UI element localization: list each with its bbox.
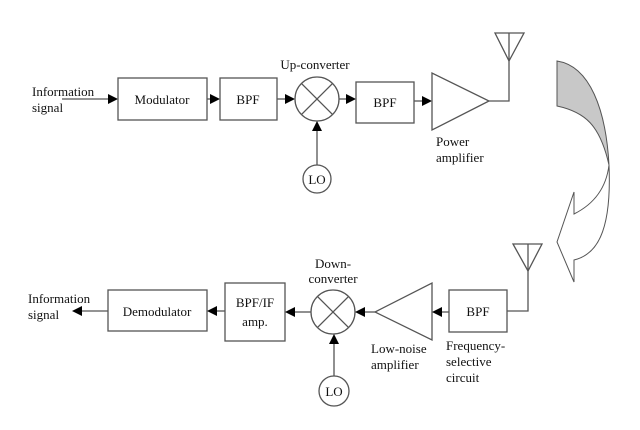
propagation-arrow-icon [556, 60, 610, 283]
arrow-icon [72, 306, 82, 316]
bpf3-block [448, 289, 508, 333]
bpf1-label: BPF [236, 92, 259, 107]
arrow-icon [285, 307, 295, 317]
downconverter-mixer-icon [310, 289, 356, 335]
rx-output-label-line1: Information [28, 291, 91, 306]
upconverter-mixer-icon [294, 76, 340, 122]
arrow-icon [329, 334, 339, 344]
bpf-if-label-line1: BPF/IF [236, 295, 274, 310]
modulator-label: Modulator [135, 92, 191, 107]
rx-output-label-line2: signal [28, 307, 59, 322]
upconverter-label: Up-converter [280, 57, 350, 72]
rx-lo-label: LO [325, 384, 342, 399]
arrow-icon [346, 94, 356, 104]
receiver-chain: Information signal Demodulator BPF/IF am… [28, 243, 544, 407]
bpf3-label: BPF [466, 304, 489, 319]
power-amp-label-line2: amplifier [436, 150, 484, 165]
transmitter-chain: Information signal Modulator BPF Up-conv… [32, 32, 526, 194]
tx-lo-oscillator [302, 164, 332, 194]
arrow-icon [207, 306, 217, 316]
demodulator-label: Demodulator [123, 304, 192, 319]
tx-antenna-feed-line [489, 33, 510, 102]
tx-input-label-line2: signal [32, 100, 63, 115]
tx-antenna-icon [493, 32, 526, 63]
arrow-icon [432, 307, 442, 317]
rx-antenna-icon [511, 243, 544, 273]
downconverter-label-line2: converter [308, 271, 358, 286]
tx-lo-label: LO [308, 172, 325, 187]
arrow-icon [312, 121, 322, 131]
freq-sel-label-line1: Frequency- [446, 338, 505, 353]
downconverter-label-line1: Down- [315, 256, 351, 271]
bpf2-block [355, 81, 415, 124]
bpf-if-label-line2: amp. [242, 314, 268, 329]
power-amp-label-line1: Power [436, 134, 470, 149]
arrow-icon [355, 307, 365, 317]
bpf-if-amp-block [224, 282, 286, 342]
lna-label-line2: amplifier [371, 357, 419, 372]
freq-sel-label-line2: selective [446, 354, 492, 369]
rx-antenna-feed-line [507, 244, 529, 312]
bpf1-block [219, 77, 278, 121]
demodulator-block [107, 289, 208, 332]
arrow-icon [108, 94, 118, 104]
lna-label-line1: Low-noise [371, 341, 427, 356]
freq-sel-label-line3: circuit [446, 370, 480, 385]
power-amplifier-icon [431, 71, 491, 132]
arrow-icon [285, 94, 295, 104]
tx-input-label-line1: Information [32, 84, 95, 99]
bpf2-label: BPF [373, 95, 396, 110]
arrow-icon [422, 96, 432, 106]
rx-lo-oscillator [318, 375, 350, 407]
low-noise-amplifier-icon [373, 281, 433, 342]
arrow-icon [210, 94, 220, 104]
